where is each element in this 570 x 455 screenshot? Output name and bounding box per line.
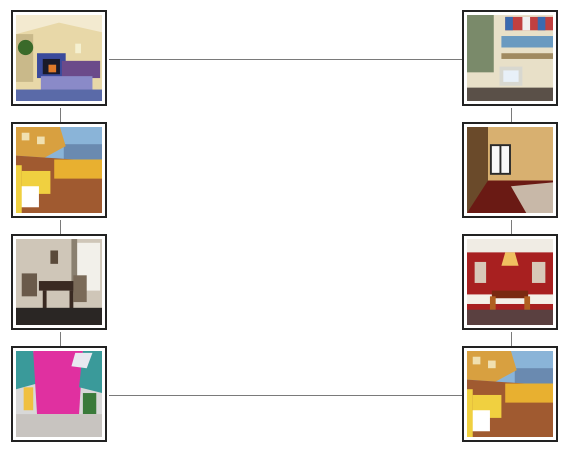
- empty-room-window-photo: [467, 127, 553, 213]
- right-node-1: [462, 10, 558, 106]
- right-link-2: [511, 220, 512, 234]
- bottom-connector: [109, 395, 462, 396]
- right-node-2: [462, 122, 558, 218]
- right-node-4: [462, 346, 558, 442]
- left-link-1: [60, 108, 61, 122]
- left-node-2: [11, 122, 107, 218]
- right-node-3: [462, 234, 558, 330]
- top-connector: [109, 59, 462, 60]
- living-room-photo: [16, 15, 102, 101]
- left-node-1: [11, 10, 107, 106]
- right-link-3: [511, 332, 512, 346]
- attic-pink-room-photo: [16, 351, 102, 437]
- left-link-2: [60, 220, 61, 234]
- balcony-terrace-photo: [16, 127, 102, 213]
- balcony-terrace-photo: [467, 351, 553, 437]
- left-node-3: [11, 234, 107, 330]
- left-node-4: [11, 346, 107, 442]
- office-desk-photo: [467, 15, 553, 101]
- right-link-1: [511, 108, 512, 122]
- dining-room-vintage-photo: [16, 239, 102, 325]
- left-link-3: [60, 332, 61, 346]
- dining-room-red-photo: [467, 239, 553, 325]
